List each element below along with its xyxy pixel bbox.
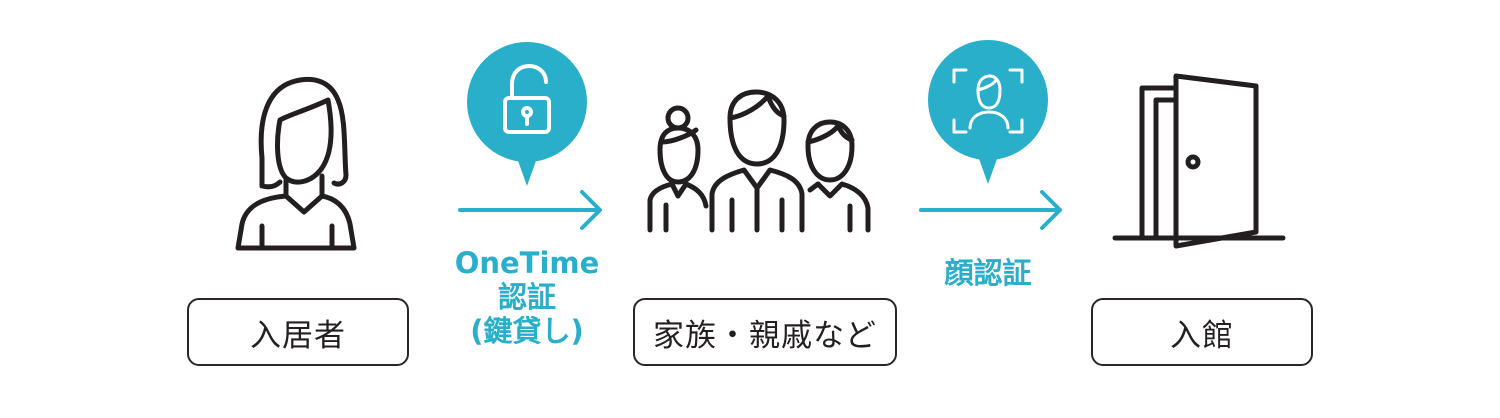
step-label-family: 家族・親戚など (633, 298, 897, 366)
caption-line: (鍵貸し) (470, 314, 584, 349)
caption-line: 認証 (497, 280, 556, 315)
woman-person-icon (235, 76, 357, 251)
face-scan-icon (928, 40, 1048, 184)
family-group-icon (647, 89, 871, 233)
step-label-text: 入館 (1170, 317, 1234, 354)
onetime-auth-caption: OneTime 認証 (鍵貸し) (432, 246, 622, 349)
step-label-text: 入居者 (250, 317, 346, 354)
arrow-right-icon (458, 190, 602, 230)
arrow-right-icon (919, 190, 1062, 230)
step-label-entrance: 入館 (1091, 298, 1313, 366)
caption-line: OneTime (454, 246, 600, 280)
step-label-text: 家族・親戚など (653, 317, 877, 354)
caption-line: 顔認証 (944, 256, 1032, 290)
open-door-icon (1112, 73, 1286, 249)
face-auth-caption: 顔認証 (900, 256, 1076, 290)
unlock-padlock-icon (467, 42, 587, 186)
step-label-resident: 入居者 (187, 298, 409, 366)
